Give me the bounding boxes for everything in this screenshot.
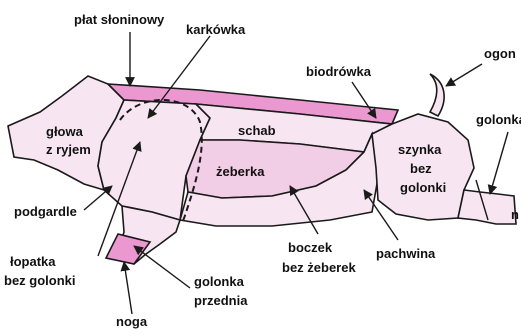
label-szynka-2: bez (410, 161, 432, 176)
label-glowa-1: głowa (46, 124, 84, 139)
label-noga: noga (116, 314, 148, 329)
label-golonka-przednia-2: przednia (194, 293, 248, 308)
tail-shape (430, 74, 444, 116)
label-szynka-1: szynka (398, 142, 442, 157)
label-szynka-3: golonki (400, 180, 446, 195)
label-n: n (511, 207, 519, 222)
label-boczek-2: bez żeberek (282, 260, 356, 275)
arrow-ogon (446, 64, 482, 86)
label-biodrowka: biodrówka (306, 64, 372, 79)
label-lopatka-1: łopatka (10, 254, 56, 269)
arrow-golonka-tylna (490, 132, 508, 194)
label-lopatka-2: bez golonki (4, 273, 76, 288)
label-pachwina: pachwina (376, 246, 436, 261)
label-karkowka: karkówka (186, 22, 246, 37)
label-golonka-tylna: golonka (476, 112, 521, 127)
label-podgardle: podgardle (14, 204, 77, 219)
label-zeberka: żeberka (216, 164, 265, 179)
arrow-golonka-przednia (134, 246, 190, 288)
label-ogon: ogon (484, 46, 516, 61)
arrow-podgardle (84, 186, 112, 210)
label-plat-sloninowy: płat słoninowy (74, 12, 165, 27)
label-glowa-2: z ryjem (46, 142, 91, 157)
label-boczek-1: boczek (288, 240, 333, 255)
label-schab: schab (238, 123, 276, 138)
arrow-noga (124, 262, 132, 314)
label-golonka-przednia-1: golonka (194, 274, 245, 289)
